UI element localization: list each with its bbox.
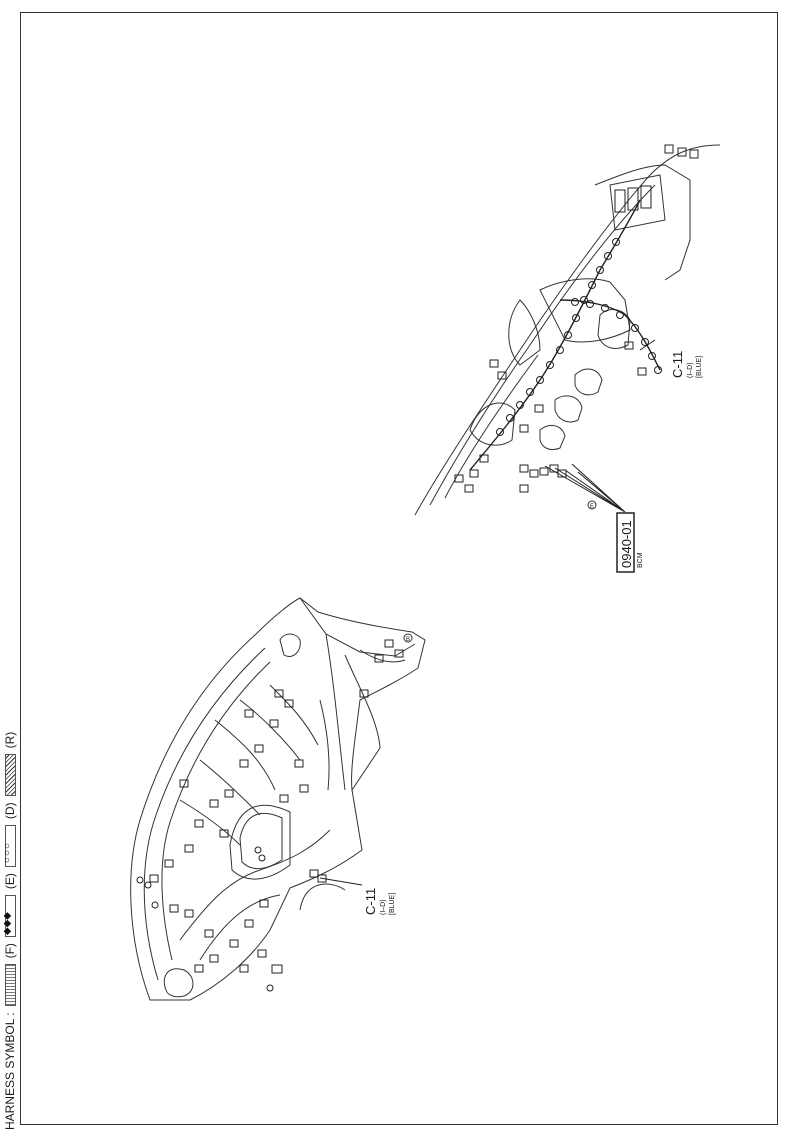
callout-c11-right-sub: (I–D) <box>687 362 694 378</box>
callout-bcm-label: BCM <box>637 552 644 568</box>
callout-c11-right: C-11 (I–D) [BLUE] <box>670 351 703 378</box>
callout-c11-left-sub: (I–D) <box>380 899 387 915</box>
dashboard-rear-right-view <box>414 144 721 516</box>
callout-c11-left-id: C-11 <box>363 888 378 915</box>
marker-b: B <box>406 637 410 643</box>
marker-b-circle <box>403 633 413 643</box>
diagram-frame <box>20 12 778 1125</box>
marker-e-circle <box>587 500 597 510</box>
marker-e: E <box>590 504 594 510</box>
callout-c11-left: C-11 (I–D) [BLUE] <box>363 888 396 915</box>
instrument-panel-left-view <box>130 597 426 1001</box>
callout-c11-right-color: [BLUE] <box>696 356 703 378</box>
callout-c11-left-color: [BLUE] <box>389 893 396 915</box>
bcm-box <box>616 512 635 573</box>
callout-bcm: 0940-01 BCM <box>616 512 644 573</box>
callout-bcm-id: 0940-01 <box>619 520 634 568</box>
callout-c11-right-id: C-11 <box>670 351 685 378</box>
